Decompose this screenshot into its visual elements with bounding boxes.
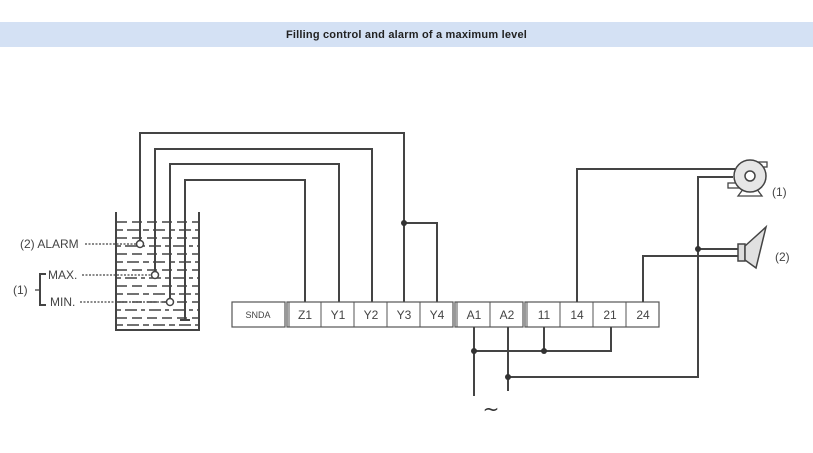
wire-y3-y4-bridge <box>404 222 438 302</box>
terminal-a2: A2 <box>500 308 515 322</box>
min-label: MIN. <box>50 295 75 309</box>
terminal-y4: Y4 <box>430 308 445 322</box>
wire-a1-21 <box>474 327 612 352</box>
wire-a2-loads-return <box>508 176 733 378</box>
device-label: SNDA <box>245 310 270 320</box>
pump-label: (1) <box>772 185 787 199</box>
wire-14-pump <box>576 168 735 302</box>
device-box <box>231 301 286 328</box>
title-banner: Filling control and alarm of a maximum l… <box>0 22 813 47</box>
wire-min-probe-y1 <box>169 163 340 302</box>
terminal-y2: Y2 <box>364 308 379 322</box>
terminal-z1: Z1 <box>298 308 312 322</box>
wire-alarm-probe-y3 <box>139 132 405 302</box>
tank <box>115 212 200 331</box>
level-group-label: (1) <box>13 283 28 297</box>
junction-dot <box>401 220 407 226</box>
alarm-label: (2) ALARM <box>20 237 79 251</box>
junction-dot <box>541 348 547 354</box>
alarm-probe <box>135 239 145 249</box>
terminal-y1: Y1 <box>331 308 346 322</box>
wire-max-probe-y2 <box>154 148 373 302</box>
max-label: MAX. <box>48 268 77 282</box>
terminal-y3: Y3 <box>397 308 412 322</box>
junction-dot <box>505 374 511 380</box>
terminal-a1: A1 <box>467 308 482 322</box>
max-probe <box>150 270 160 280</box>
horn-icon <box>737 224 768 270</box>
pump-icon <box>727 159 768 197</box>
terminal-11: 11 <box>538 308 551 322</box>
horn-label: (2) <box>775 250 790 264</box>
terminal-21: 21 <box>603 308 617 322</box>
level-group-bracket <box>39 273 46 306</box>
tank-outline <box>115 212 200 331</box>
junction-dot <box>471 348 477 354</box>
terminal-strip: SNDA Z1 Y1 Y2 Y3 Y4 A1 A2 11 14 21 24 <box>231 301 660 328</box>
diagram-title: Filling control and alarm of a maximum l… <box>285 28 528 41</box>
terminal-14: 14 <box>570 308 584 322</box>
wire-24-horn <box>642 255 738 302</box>
junction-dot <box>695 246 701 252</box>
ac-supply-symbol: ~ <box>483 397 500 421</box>
min-probe <box>165 297 175 307</box>
wire-reference-z1 <box>184 179 306 320</box>
terminal-24: 24 <box>636 308 650 322</box>
